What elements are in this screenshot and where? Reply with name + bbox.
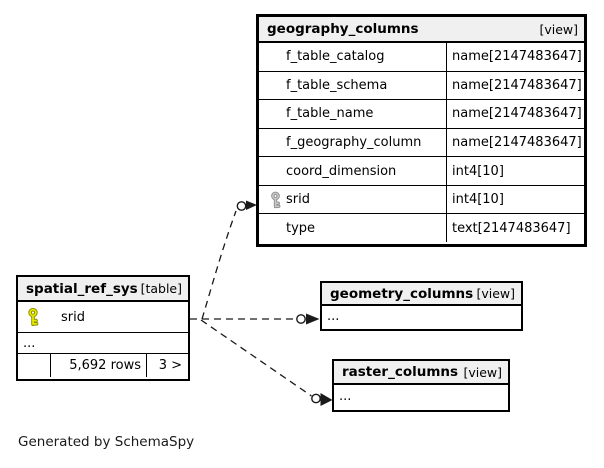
edge-circle-raster bbox=[311, 393, 321, 404]
column-row: f_table_catalog name[2147483647] bbox=[259, 43, 584, 72]
table-header-raster[interactable]: raster_columns [view] bbox=[334, 361, 508, 385]
table-title: raster_columns bbox=[342, 364, 459, 380]
column-name: type bbox=[286, 220, 316, 236]
table-header-spatial[interactable]: spatial_ref_sys [table] bbox=[18, 277, 188, 302]
column-type: text[2147483647] bbox=[452, 220, 571, 236]
hidden-columns-ellipsis: ... bbox=[18, 333, 188, 354]
column-type: name[2147483647] bbox=[452, 135, 582, 151]
column-list: f_table_catalog name[2147483647] f_table… bbox=[259, 43, 584, 243]
generated-by-note: Generated by SchemaSpy bbox=[18, 434, 195, 450]
column-name: srid bbox=[286, 192, 310, 208]
more-columns-indicator[interactable]: 3 > bbox=[158, 358, 182, 373]
table-spatial-ref-sys[interactable]: spatial_ref_sys [table] srid ... 5,692 r… bbox=[16, 275, 190, 381]
hidden-columns-ellipsis: ... bbox=[339, 389, 352, 404]
table-geography-columns[interactable]: geography_columns [view] f_table_catalog… bbox=[256, 14, 587, 247]
edge-arrowhead-geometry bbox=[306, 313, 320, 325]
table-kind-badge: [view] bbox=[463, 364, 502, 380]
column-type: name[2147483647] bbox=[452, 49, 582, 65]
table-kind-badge: [table] bbox=[140, 281, 182, 296]
column-row: type text[2147483647] bbox=[259, 214, 584, 243]
column-name: f_table_schema bbox=[286, 77, 388, 93]
column-row-srid: srid bbox=[18, 302, 188, 333]
column-row: coord_dimension int4[10] bbox=[259, 157, 584, 186]
edge-arrowhead-raster bbox=[320, 393, 333, 406]
table-kind-badge: [view] bbox=[476, 286, 515, 301]
column-name: srid bbox=[61, 309, 85, 325]
column-row: f_geography_column name[2147483647] bbox=[259, 128, 584, 158]
footer-empty-cell bbox=[18, 354, 51, 377]
column-type: name[2147483647] bbox=[452, 77, 582, 93]
column-name: f_table_name bbox=[286, 106, 374, 122]
hidden-columns-ellipsis: ... bbox=[327, 309, 340, 324]
column-row-srid: srid int4[10] bbox=[259, 185, 584, 215]
table-title: geometry_columns bbox=[330, 285, 474, 302]
column-type: int4[10] bbox=[452, 163, 504, 179]
table-kind-badge: [view] bbox=[539, 21, 578, 37]
edge-circle-geometry bbox=[296, 314, 306, 324]
column-type: name[2147483647] bbox=[452, 106, 582, 122]
column-row: f_table_schema name[2147483647] bbox=[259, 71, 584, 101]
primary-key-icon bbox=[28, 307, 39, 326]
column-name: f_table_catalog bbox=[286, 49, 385, 65]
edge-circle-geography bbox=[236, 201, 247, 211]
table-title: spatial_ref_sys bbox=[26, 280, 138, 297]
table-header-geometry[interactable]: geometry_columns [view] bbox=[322, 283, 521, 306]
column-name: coord_dimension bbox=[286, 163, 397, 179]
edge-spatial-to-geography bbox=[201, 210, 237, 320]
column-row: f_table_name name[2147483647] bbox=[259, 100, 584, 129]
column-type: int4[10] bbox=[452, 192, 504, 208]
table-geometry-columns[interactable]: geometry_columns [view] ... bbox=[320, 281, 523, 331]
table-header-geography[interactable]: geography_columns [view] bbox=[259, 17, 584, 43]
table-raster-columns[interactable]: raster_columns [view] ... bbox=[332, 359, 510, 412]
row-count: 5,692 rows bbox=[51, 354, 147, 377]
table-footer: 5,692 rows 3 > bbox=[18, 354, 188, 377]
column-name: f_geography_column bbox=[286, 135, 422, 151]
foreign-key-icon bbox=[271, 191, 281, 208]
edge-spatial-to-raster bbox=[200, 319, 312, 397]
table-title: geography_columns bbox=[267, 21, 419, 37]
